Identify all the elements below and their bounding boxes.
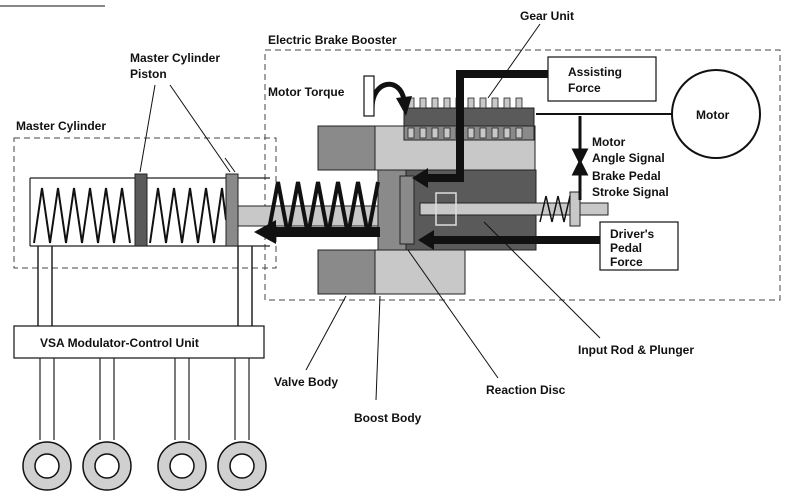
- label-motor-angle-signal-2: Angle Signal: [592, 151, 665, 165]
- label-motor-angle-signal-1: Motor: [592, 135, 626, 149]
- label-assisting-force-1: Assisting: [568, 65, 622, 79]
- electric-brake-booster-boundary: [264, 49, 781, 301]
- master-cylinder-spring-1: [33, 187, 131, 244]
- label-brake-pedal-stroke-signal-1: Brake Pedal: [592, 169, 661, 183]
- label-assisting-force-2: Force: [568, 81, 601, 95]
- label-electric-brake-booster: Electric Brake Booster: [268, 33, 397, 47]
- label-vsa-modulator-control-unit: VSA Modulator-Control Unit: [40, 336, 199, 350]
- brake-lines-upper: [37, 246, 253, 326]
- label-master-cylinder: Master Cylinder: [16, 119, 106, 133]
- label-gear-unit: Gear Unit: [520, 9, 574, 23]
- wheel-brake-1: [22, 441, 72, 491]
- wheel-brake-3: [157, 441, 207, 491]
- label-boost-body: Boost Body: [354, 411, 422, 425]
- label-master-cylinder-piston-2: Piston: [130, 67, 167, 81]
- label-brake-pedal-stroke-signal-2: Stroke Signal: [592, 185, 669, 199]
- motor-torque-arrow: [363, 75, 412, 117]
- wheel-brake-4: [217, 441, 267, 491]
- label-valve-body: Valve Body: [274, 375, 338, 389]
- master-cylinder-spring-2: [149, 187, 227, 244]
- input-rod-spring: [539, 195, 571, 223]
- output-force-arrow: [254, 220, 380, 244]
- master-cylinder-boundary: [13, 137, 277, 269]
- vsa-modulator-box: [13, 325, 265, 359]
- drivers-pedal-force-box: [599, 221, 679, 271]
- label-motor: Motor: [696, 108, 730, 122]
- gear-unit-pointer: [487, 23, 541, 99]
- wheel-brake-2: [82, 441, 132, 491]
- label-input-rod-plunger: Input Rod & Plunger: [578, 343, 694, 357]
- drivers-pedal-force-arrow: [418, 230, 600, 250]
- label-reaction-disc: Reaction Disc: [486, 383, 566, 397]
- signal-arrows: [571, 116, 589, 200]
- push-rod: [237, 205, 379, 227]
- master-cylinder-piston-primary: [134, 173, 148, 247]
- label-motor-torque: Motor Torque: [268, 85, 345, 99]
- master-cylinder-piston-secondary: [225, 173, 239, 247]
- assisting-force-arrow: [412, 70, 548, 188]
- brake-lines-lower: [39, 358, 250, 440]
- label-drivers-pedal-force-1: Driver's: [610, 227, 655, 241]
- piston-pointer-2: [169, 84, 231, 173]
- piston-pointer-1: [139, 84, 156, 173]
- booster-spring: [266, 181, 380, 236]
- label-drivers-pedal-force-2: Pedal: [610, 241, 642, 255]
- piston-pointer-2b: [224, 157, 236, 173]
- reaction-disc-shape: [399, 175, 415, 245]
- label-master-cylinder-piston-1: Master Cylinder: [130, 51, 220, 65]
- label-drivers-pedal-force-3: Force: [610, 255, 643, 269]
- lower-label-pointers: [305, 221, 601, 401]
- assisting-force-box: [547, 56, 657, 102]
- gear-unit-shape: [403, 97, 535, 141]
- motor-circle: [671, 69, 761, 159]
